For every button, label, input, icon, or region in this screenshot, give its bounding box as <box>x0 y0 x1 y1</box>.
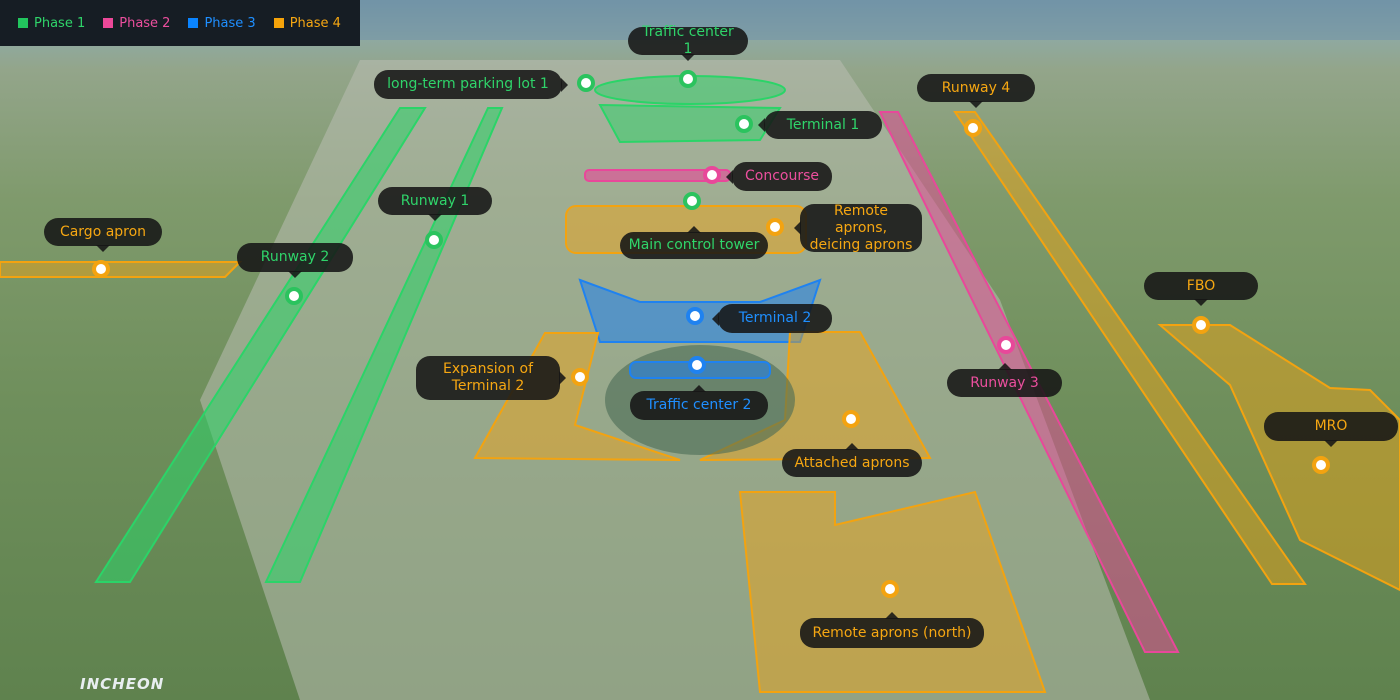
parking-lot-1-label[interactable]: long-term parking lot 1 <box>374 70 568 99</box>
phase-2-swatch-icon <box>103 18 114 28</box>
legend-phase-4: Phase 4 <box>273 15 341 31</box>
label-line: deicing aprons <box>809 236 913 253</box>
runway-1-marker-icon[interactable] <box>425 231 443 249</box>
incheon-watermark: INCHEON <box>80 675 165 693</box>
traffic-center-1-label[interactable]: Traffic center 1 <box>628 24 748 61</box>
concourse-marker-icon[interactable] <box>703 166 721 184</box>
mro-label[interactable]: MRO <box>1264 412 1398 447</box>
mro-marker-icon[interactable] <box>1312 456 1330 474</box>
legend-phase-2: Phase 2 <box>103 16 170 31</box>
attached-aprons-label[interactable]: Attached aprons <box>782 443 922 477</box>
runway-2-label[interactable]: Runway 2 <box>237 243 353 278</box>
runway-4-marker-icon[interactable] <box>964 119 982 137</box>
runway-4-label[interactable]: Runway 4 <box>917 74 1035 108</box>
terminal-1-marker-icon[interactable] <box>735 115 753 133</box>
phase-4-swatch-icon <box>273 18 284 28</box>
legend-label: Phase 2 <box>119 15 171 31</box>
remote-deicing-label[interactable]: Remote aprons,deicing aprons <box>794 202 922 253</box>
terminal-1-zone <box>598 103 782 144</box>
attached-aprons-marker-icon[interactable] <box>842 410 860 428</box>
runway-4-zone <box>953 111 1307 585</box>
phase-3-swatch-icon <box>188 18 199 28</box>
terminal-1-label[interactable]: Terminal 1 <box>758 111 882 139</box>
label-line: Terminal 2 <box>451 378 525 394</box>
legend-phase-3: Phase 3 <box>188 15 256 31</box>
runway-3-marker-icon[interactable] <box>997 336 1015 354</box>
remote-aprons-north-label[interactable]: Remote aprons (north) <box>800 612 984 648</box>
expansion-marker-icon[interactable] <box>571 368 589 386</box>
traffic-center-1-marker-icon[interactable] <box>679 70 697 88</box>
remote-aprons-north-marker-icon[interactable] <box>881 580 899 598</box>
control-tower-marker-icon[interactable] <box>683 192 701 210</box>
runway-3-label[interactable]: Runway 3 <box>947 363 1062 397</box>
phase-legend: Phase 1 Phase 2 Phase 3 Phase 4 <box>0 0 360 46</box>
runway-2-zone <box>94 107 427 583</box>
cargo-apron-zone <box>0 261 243 278</box>
parking-lot-1-marker-icon[interactable] <box>577 74 595 92</box>
runway-2-marker-icon[interactable] <box>285 287 303 305</box>
fbo-label[interactable]: FBO <box>1144 272 1258 306</box>
cargo-apron-marker-icon[interactable] <box>92 260 110 278</box>
main-control-tower-label[interactable]: Main control tower <box>620 226 768 259</box>
legend-phase-1: Phase 1 <box>18 16 85 31</box>
fbo-mro-zone <box>1157 324 1400 592</box>
concourse-label[interactable]: Concourse <box>726 162 832 191</box>
terminal-2-label[interactable]: Terminal 2 <box>712 304 832 333</box>
fbo-marker-icon[interactable] <box>1192 316 1210 334</box>
traffic-center-2-marker-icon[interactable] <box>688 356 706 374</box>
legend-label: Phase 3 <box>204 15 256 31</box>
phase-1-swatch-icon <box>18 18 28 28</box>
runway-1-zone <box>264 107 504 583</box>
traffic-center-2-label[interactable]: Traffic center 2 <box>630 385 768 420</box>
label-line: Remote aprons, <box>833 202 889 236</box>
legend-label: Phase 4 <box>289 15 341 31</box>
remote-deicing-marker-icon[interactable] <box>766 218 784 236</box>
terminal-2-marker-icon[interactable] <box>686 307 704 325</box>
cargo-apron-label[interactable]: Cargo apron <box>44 218 162 252</box>
runway-1-label[interactable]: Runway 1 <box>378 187 492 221</box>
legend-label: Phase 1 <box>34 15 86 31</box>
label-line: Expansion of <box>442 361 534 377</box>
